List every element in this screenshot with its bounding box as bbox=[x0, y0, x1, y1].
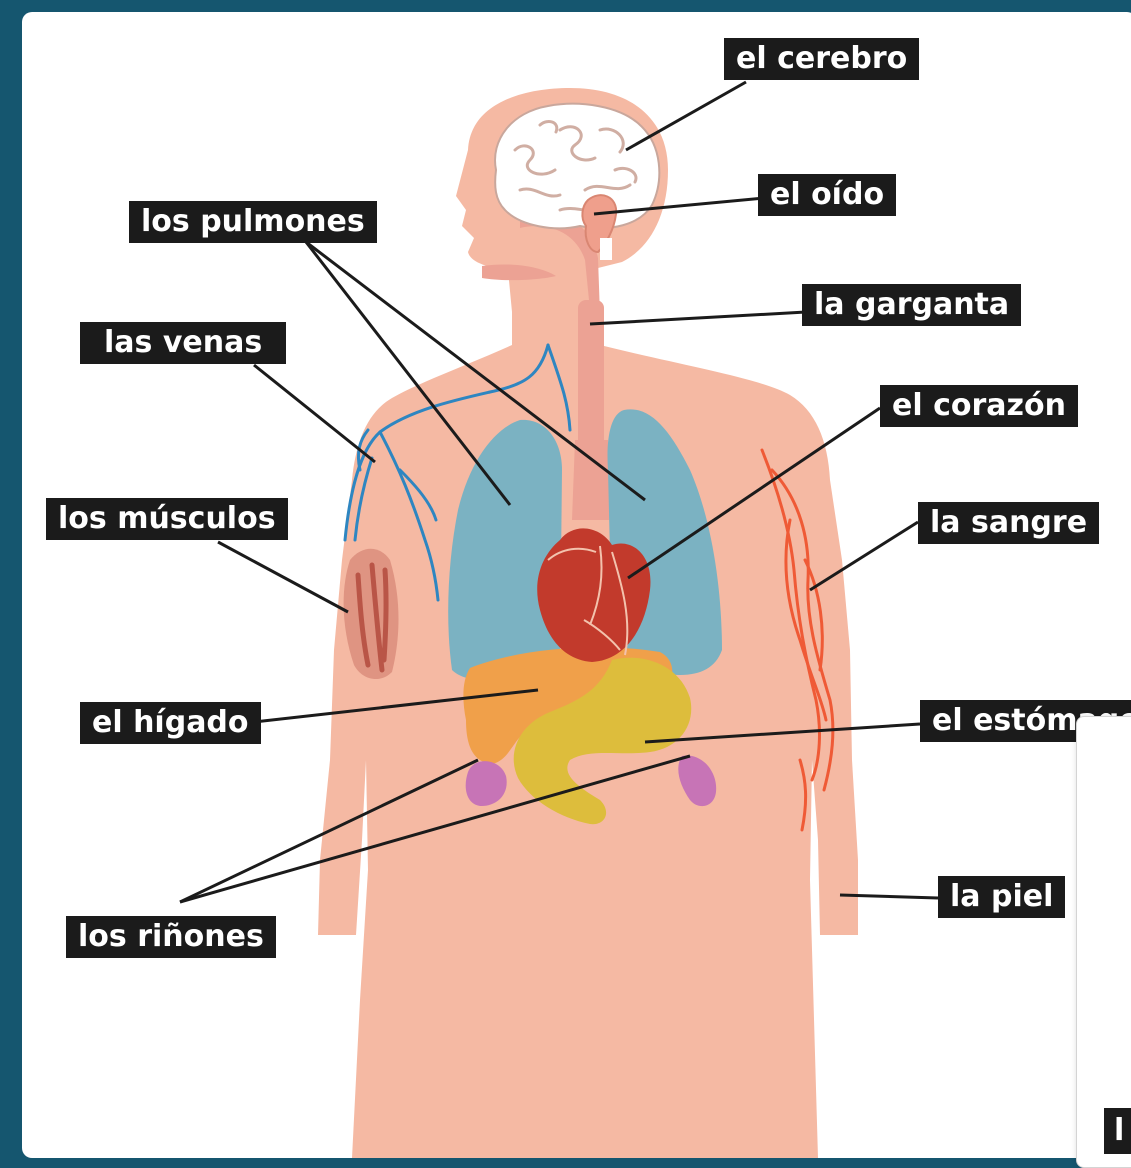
label-venas: las venas bbox=[80, 322, 286, 364]
label-cerebro: el cerebro bbox=[724, 38, 919, 80]
label-garganta: la garganta bbox=[802, 284, 1021, 326]
label-sangre: la sangre bbox=[918, 502, 1099, 544]
side-popup-panel[interactable] bbox=[1076, 716, 1131, 1168]
trachea-shape bbox=[572, 440, 612, 520]
label-piel: la piel bbox=[938, 876, 1065, 918]
label-oido: el oído bbox=[758, 174, 896, 216]
label-pulmones: los pulmones bbox=[129, 201, 377, 243]
label-musculos: los músculos bbox=[46, 498, 288, 540]
label-rinones: los riñones bbox=[66, 916, 276, 958]
ear-canal bbox=[600, 238, 612, 260]
label-corazon: el corazón bbox=[880, 385, 1078, 427]
label-higado: el hígado bbox=[80, 702, 261, 744]
popup-label-fragment: l bbox=[1104, 1108, 1131, 1154]
